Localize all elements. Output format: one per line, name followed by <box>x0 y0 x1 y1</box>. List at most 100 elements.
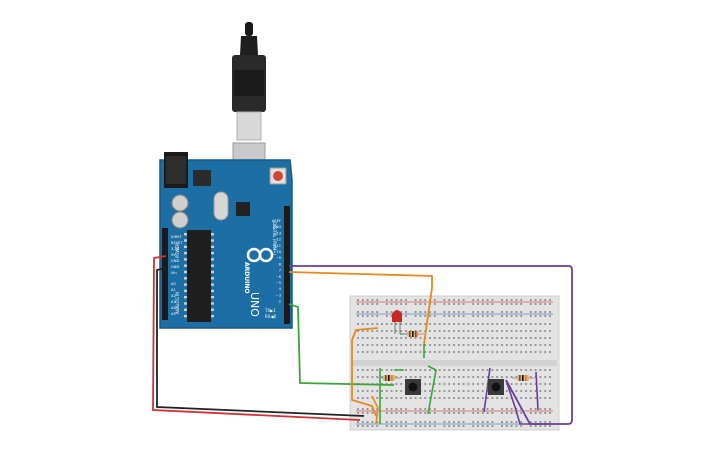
breadboard-hole[interactable] <box>477 330 479 332</box>
rail-hole[interactable] <box>515 303 518 305</box>
rail-hole[interactable] <box>472 311 475 313</box>
breadboard-hole[interactable] <box>414 344 417 346</box>
rail-hole[interactable] <box>385 425 388 427</box>
rail-hole[interactable] <box>462 311 465 313</box>
breadboard-hole[interactable] <box>501 323 503 325</box>
breadboard-hole[interactable] <box>438 351 441 353</box>
rail-hole[interactable] <box>520 412 523 414</box>
rail-hole[interactable] <box>414 421 417 423</box>
breadboard-hole[interactable] <box>424 351 427 353</box>
breadboard[interactable] <box>349 295 560 431</box>
rail-hole[interactable] <box>385 421 388 423</box>
breadboard-hole[interactable] <box>395 330 398 332</box>
rail-hole[interactable] <box>376 315 379 317</box>
rail-hole[interactable] <box>443 408 446 410</box>
breadboard-hole[interactable] <box>515 390 518 392</box>
rail-hole[interactable] <box>443 311 446 313</box>
rail-hole[interactable] <box>395 425 398 427</box>
breadboard-hole[interactable] <box>433 344 436 346</box>
breadboard-hole[interactable] <box>467 397 470 399</box>
rail-hole[interactable] <box>549 299 551 301</box>
rail-hole[interactable] <box>424 299 427 301</box>
breadboard-hole[interactable] <box>376 351 379 353</box>
breadboard-hole[interactable] <box>467 337 470 339</box>
breadboard-hole[interactable] <box>429 323 431 325</box>
breadboard-hole[interactable] <box>419 376 422 378</box>
breadboard-hole[interactable] <box>457 376 460 378</box>
rail-hole[interactable] <box>462 408 465 410</box>
breadboard-hole[interactable] <box>534 390 537 392</box>
breadboard-hole[interactable] <box>549 337 551 339</box>
breadboard-hole[interactable] <box>453 344 455 346</box>
breadboard-hole[interactable] <box>501 344 503 346</box>
breadboard-hole[interactable] <box>544 330 547 332</box>
breadboard-hole[interactable] <box>366 337 369 339</box>
breadboard-hole[interactable] <box>472 376 475 378</box>
breadboard-hole[interactable] <box>381 369 383 371</box>
reset-button[interactable] <box>273 171 283 181</box>
rail-hole[interactable] <box>505 408 508 410</box>
rail-hole[interactable] <box>491 425 494 427</box>
breadboard-hole[interactable] <box>544 344 547 346</box>
breadboard-hole[interactable] <box>395 376 398 378</box>
rail-hole[interactable] <box>448 303 451 305</box>
rail-hole[interactable] <box>433 303 436 305</box>
breadboard-hole[interactable] <box>467 369 470 371</box>
breadboard-hole[interactable] <box>510 383 513 385</box>
breadboard-hole[interactable] <box>414 323 417 325</box>
breadboard-hole[interactable] <box>376 376 379 378</box>
rail-hole[interactable] <box>405 412 407 414</box>
breadboard-hole[interactable] <box>510 369 513 371</box>
breadboard-hole[interactable] <box>529 337 532 339</box>
rail-hole[interactable] <box>491 299 494 301</box>
rail-hole[interactable] <box>433 311 436 313</box>
rail-hole[interactable] <box>491 412 494 414</box>
rail-hole[interactable] <box>419 315 422 317</box>
rail-hole[interactable] <box>505 311 508 313</box>
resistor-button-2[interactable] <box>512 375 534 381</box>
breadboard-hole[interactable] <box>525 330 527 332</box>
breadboard-hole[interactable] <box>486 323 489 325</box>
breadboard-hole[interactable] <box>448 376 451 378</box>
rail-hole[interactable] <box>395 303 398 305</box>
breadboard-hole[interactable] <box>424 323 427 325</box>
rail-hole[interactable] <box>481 421 484 423</box>
breadboard-hole[interactable] <box>376 397 379 399</box>
breadboard-hole[interactable] <box>400 344 403 346</box>
rail-hole[interactable] <box>448 299 451 301</box>
rail-hole[interactable] <box>366 421 369 423</box>
breadboard-hole[interactable] <box>462 390 465 392</box>
rail-hole[interactable] <box>429 412 431 414</box>
rail-hole[interactable] <box>366 425 369 427</box>
breadboard-hole[interactable] <box>505 330 508 332</box>
rail-hole[interactable] <box>515 311 518 313</box>
breadboard-hole[interactable] <box>462 376 465 378</box>
rail-hole[interactable] <box>371 421 374 423</box>
rail-hole[interactable] <box>361 299 364 301</box>
breadboard-hole[interactable] <box>467 330 470 332</box>
breadboard-hole[interactable] <box>376 369 379 371</box>
rail-hole[interactable] <box>390 421 393 423</box>
breadboard-hole[interactable] <box>462 383 465 385</box>
breadboard-hole[interactable] <box>491 330 494 332</box>
rail-hole[interactable] <box>361 421 364 423</box>
wire-orange-bb-left[interactable] <box>351 327 379 417</box>
breadboard-hole[interactable] <box>539 390 542 392</box>
breadboard-hole[interactable] <box>371 376 374 378</box>
breadboard-hole[interactable] <box>534 397 537 399</box>
breadboard-hole[interactable] <box>376 330 379 332</box>
rail-hole[interactable] <box>419 303 422 305</box>
breadboard-hole[interactable] <box>525 383 527 385</box>
breadboard-hole[interactable] <box>395 397 398 399</box>
breadboard-hole[interactable] <box>385 344 388 346</box>
breadboard-hole[interactable] <box>405 330 407 332</box>
breadboard-hole[interactable] <box>539 383 542 385</box>
rail-hole[interactable] <box>477 315 479 317</box>
rail-hole[interactable] <box>462 425 465 427</box>
breadboard-hole[interactable] <box>366 323 369 325</box>
breadboard-hole[interactable] <box>505 397 508 399</box>
breadboard-hole[interactable] <box>481 323 484 325</box>
resistor-led[interactable] <box>402 331 424 337</box>
rail-hole[interactable] <box>385 412 388 414</box>
breadboard-hole[interactable] <box>510 376 513 378</box>
